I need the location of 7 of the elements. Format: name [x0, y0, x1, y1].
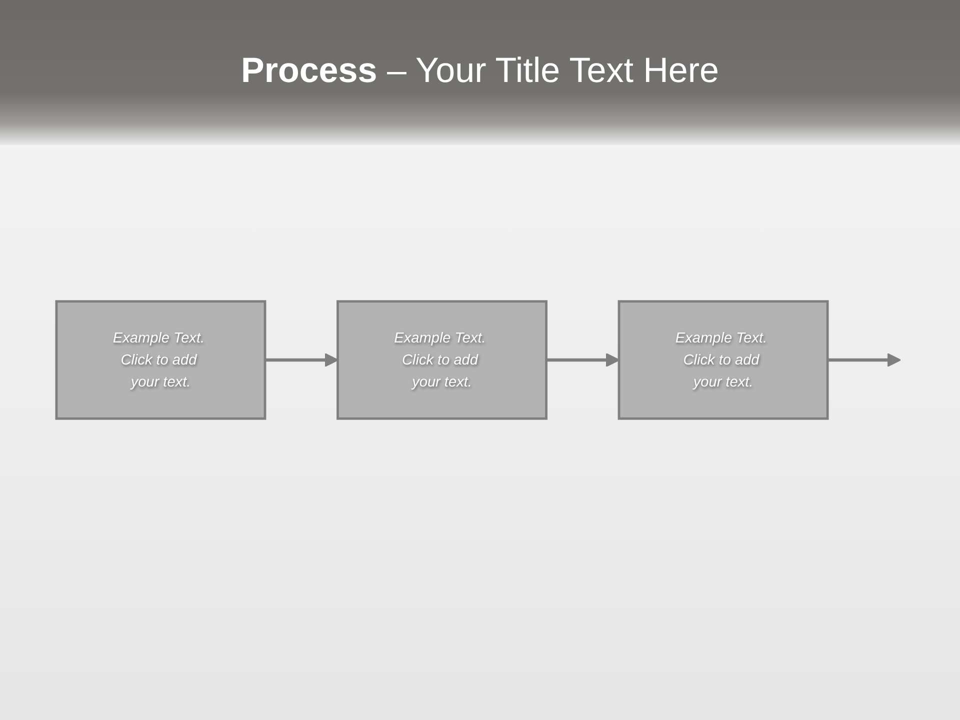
process-box: Example Text. Click to add your text.: [55, 300, 266, 420]
process-box: Example Text. Click to add your text.: [336, 300, 548, 420]
arrow: [828, 352, 901, 368]
process-box: Example Text. Click to add your text.: [618, 300, 829, 420]
arrow: [265, 352, 338, 368]
arrow: [546, 352, 620, 368]
title: Process – Your Title Text Here: [241, 50, 719, 92]
